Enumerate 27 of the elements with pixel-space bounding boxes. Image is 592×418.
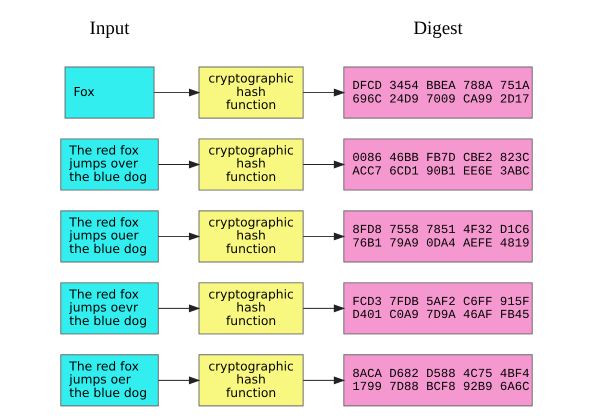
arrow [302, 160, 345, 168]
arrow [153, 88, 200, 97]
node-box: The red fox jumps oevr the blue dog [60, 282, 158, 334]
arrow [302, 232, 345, 240]
node-box: The red fox jumps over the blue dog [60, 138, 158, 191]
arrow [158, 160, 200, 168]
node-box: 8FD8 7558 7851 4F32 D1C6 76B1 79A9 0DA4 AEFE 4819 [342, 210, 532, 262]
node-box: 0086 46BB FB7D CBE2 823C ACC7 6CD1 90B1 EE6E 3ABC [342, 138, 532, 191]
node-box: The red fox jumps ouer the blue dog [60, 210, 158, 262]
node-box: The red fox jumps oer the blue dog [60, 354, 158, 406]
arrow [158, 232, 200, 240]
node-box: cryptographic hash function [198, 138, 304, 191]
node-box: FCD3 7FDB 5AF2 C6FF 915F D401 C0A9 7D9A 46AF FB45 [342, 282, 532, 334]
node-box: cryptographic hash function [198, 282, 304, 334]
node-box: 8ACA D682 D588 4C75 4BF4 1799 7D88 BCF8 92B9 6A6C [342, 354, 532, 406]
label: Digest [412, 18, 462, 39]
label: Input [89, 18, 130, 39]
arrow [302, 376, 345, 384]
arrow [158, 376, 200, 384]
node-box: DFCD 3454 BBEA 788A 751A 696C 24D9 7009 CA99 2D17 [342, 66, 532, 119]
node-box: cryptographic hash function [198, 354, 304, 406]
node-box: Fox [64, 66, 154, 119]
arrow [302, 304, 345, 312]
arrow [302, 88, 345, 97]
node-box: cryptographic hash function [198, 66, 304, 119]
arrow [158, 304, 200, 312]
node-box: cryptographic hash function [198, 210, 304, 262]
